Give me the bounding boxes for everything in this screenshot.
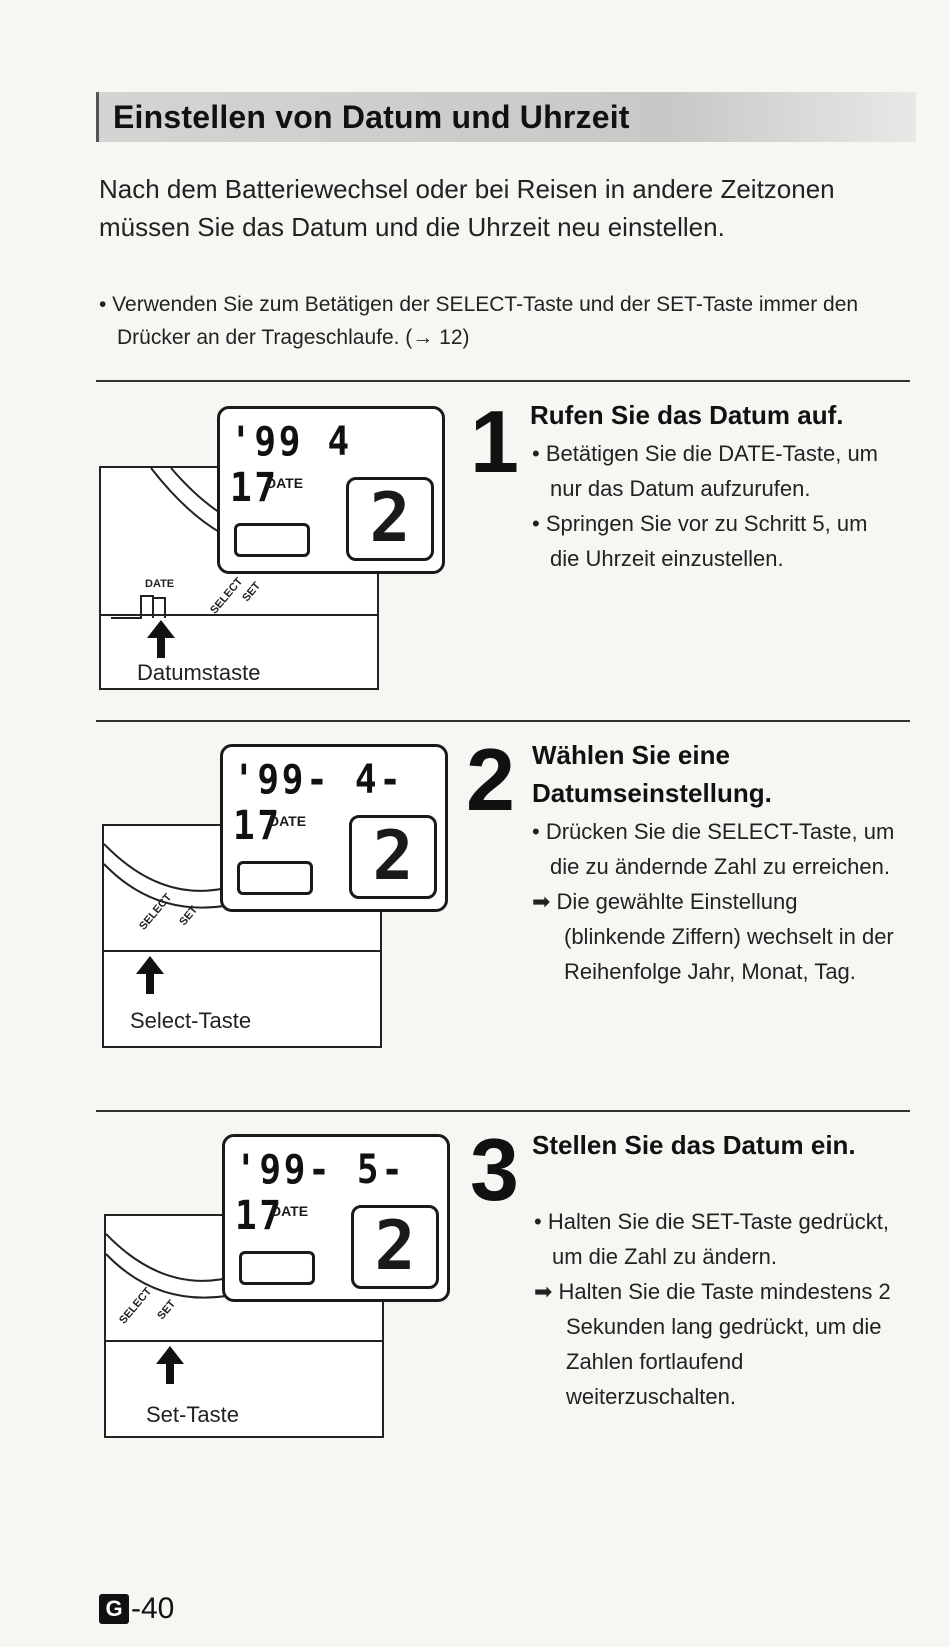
step-body: • Drücken Sie die SELECT-Taste, um die z… — [532, 814, 904, 989]
intro-bullet: • Verwenden Sie zum Betätigen der SELECT… — [99, 293, 859, 349]
step-heading: Stellen Sie das Datum ein. — [532, 1130, 856, 1160]
lcd-display: '99 4 17 DATE 2 — [217, 406, 445, 574]
step-heading: Wählen Sie eine Datumseinstellung. — [532, 740, 772, 808]
panel-curves — [106, 1233, 237, 1299]
lcd-date-label: DATE — [269, 813, 307, 829]
lcd-digits: '99- 4-17 — [233, 757, 404, 849]
battery-icon — [239, 1251, 315, 1285]
battery-icon — [234, 523, 310, 557]
panel-caption: Select-Taste — [130, 1008, 252, 1033]
step-body: • Halten Sie die SET-Taste gedrückt, um … — [534, 1204, 904, 1414]
intro-paragraph: Nach dem Batteriewechsel oder bei Reisen… — [99, 174, 835, 242]
step-body: • Betätigen Sie die DATE-Taste, um nur d… — [532, 436, 902, 576]
lcd-display: '99- 4-17 DATE 2 — [220, 744, 448, 912]
arrow-up-icon — [147, 620, 175, 638]
arrow-up-icon — [136, 956, 164, 974]
lcd-date-label: DATE — [271, 1203, 309, 1219]
page-number-text: -40 — [131, 1592, 175, 1625]
arrow-up-icon — [156, 1346, 184, 1364]
step-number: 3 — [470, 1120, 519, 1219]
lcd-date-label: DATE — [266, 475, 304, 491]
lcd-number: 2 — [349, 815, 437, 899]
panel-caption: Set-Taste — [146, 1402, 239, 1427]
step-line: ➡ Die gewählte Einstellung (blinkende Zi… — [532, 889, 894, 984]
divider — [96, 720, 910, 722]
step-1-illustration: DATE SELECT SET Datumstaste '99 4 17 DAT… — [99, 406, 447, 692]
section-badge: G — [99, 1594, 129, 1624]
step-heading: Rufen Sie das Datum auf. — [530, 400, 844, 430]
lcd-digits: '99 4 17 — [230, 419, 352, 511]
divider — [96, 380, 910, 382]
step-line: • Halten Sie die SET-Taste gedrückt, um … — [534, 1209, 889, 1269]
step-number: 2 — [466, 730, 515, 829]
panel-label-date: DATE — [145, 578, 175, 590]
step-3-illustration: SELECT SET Set-Taste '99- 5-17 DATE 2 — [104, 1134, 452, 1440]
lcd-digits: '99- 5-17 — [235, 1147, 406, 1239]
panel-caption: Datumstaste — [137, 660, 261, 685]
page-number: G -40 — [99, 1592, 174, 1626]
page-title: Einstellen von Datum und Uhrzeit — [113, 99, 630, 135]
lcd-display: '99- 5-17 DATE 2 — [222, 1134, 450, 1302]
panel-curves — [104, 843, 235, 909]
step-2-illustration: SELECT SET Select-Taste '99- 4-17 DATE 2 — [102, 744, 450, 1050]
divider — [96, 1110, 910, 1112]
battery-icon — [237, 861, 313, 895]
lcd-number: 2 — [351, 1205, 439, 1289]
step-line: • Betätigen Sie die DATE-Taste, um nur d… — [532, 441, 879, 501]
step-line: • Springen Sie vor zu Schritt 5, um die … — [532, 511, 868, 571]
step-line: • Drücken Sie die SELECT-Taste, um die z… — [532, 819, 895, 879]
step-number: 1 — [470, 392, 519, 491]
section-title-bar: Einstellen von Datum und Uhrzeit — [96, 92, 916, 142]
step-line: ➡ Halten Sie die Taste mindestens 2 Seku… — [534, 1279, 891, 1409]
lcd-number: 2 — [346, 477, 434, 561]
